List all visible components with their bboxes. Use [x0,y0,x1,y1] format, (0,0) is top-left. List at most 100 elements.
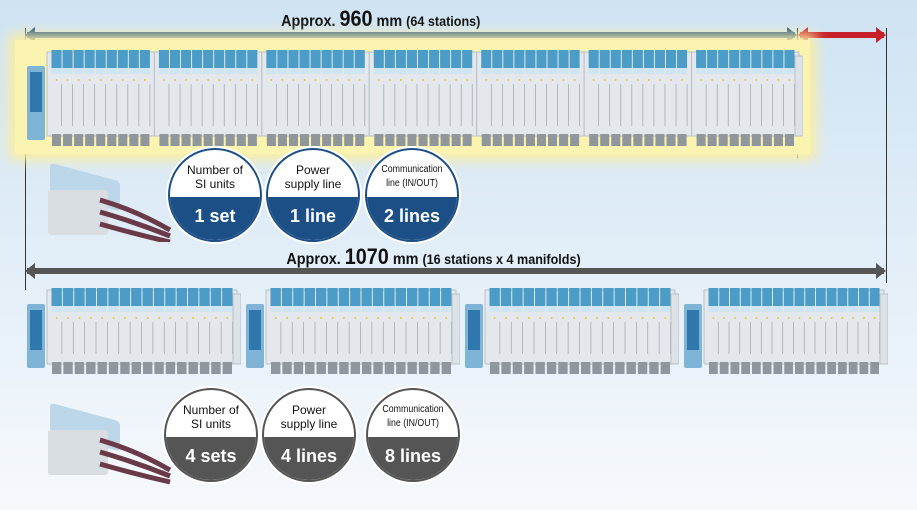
valve-label [547,68,558,74]
fitting [97,362,107,374]
valve-label [826,306,837,312]
valve-led [422,317,425,319]
valve-led [636,79,639,81]
cable [99,449,171,479]
valve-top [677,50,688,68]
valve-label [169,68,181,74]
valve-label [569,68,580,74]
valve-top [236,50,247,68]
valve-led [711,79,714,81]
valve-label [677,68,688,74]
valve-label [85,306,96,312]
valve-led [88,79,91,81]
si-unit-panel [30,310,42,350]
cable [99,197,172,233]
valve-led [320,317,323,319]
valve-label [203,68,214,74]
fitting [558,362,568,374]
title-suffix: (64 stations) [406,13,481,29]
fitting [120,362,130,374]
valve-label [740,306,751,312]
valve-led [788,79,791,81]
fitting [729,134,739,146]
valve-led [55,317,58,319]
valve-label [512,306,523,312]
valve-label [451,68,462,74]
fitting [859,362,869,374]
fitting [199,362,210,374]
fitting [140,134,150,146]
valve-label [783,306,794,312]
valve-label [648,306,660,312]
valve-led [67,317,70,319]
fitting [536,134,546,146]
valve-top [372,288,384,306]
fitting [490,362,500,374]
valve-led [562,79,565,81]
valve-led [229,79,232,81]
fitting [192,134,202,146]
si-unit-panel [249,310,261,350]
valve-label [266,68,277,74]
valve-led [270,79,273,81]
valve-led [507,79,510,81]
fitting [165,362,176,374]
valve-top [304,288,315,306]
valve-top [165,288,176,306]
valve-top [117,50,128,68]
fitting [512,362,523,374]
valve-label [119,306,131,312]
valve-label [407,306,418,312]
valve-label [222,306,233,312]
valve-led [561,317,564,319]
valve-top [588,50,599,68]
valve-label [557,306,569,312]
valve-led [297,317,300,319]
fitting [63,134,73,146]
valve-label [176,306,187,312]
valve-top [603,288,614,306]
valve-label [51,306,62,312]
title-unit: mm [376,13,403,30]
stat-label: Communication line (IN/OUT) [382,403,444,429]
valve-led [66,79,69,81]
fitting [600,134,610,146]
valve-top [580,288,591,306]
fitting [429,134,439,146]
valve-led [733,317,736,319]
fitting [74,134,84,146]
valve-top [222,288,233,306]
valve-label [139,68,150,74]
valve-top [536,50,547,68]
valve-led [496,79,499,81]
valve-top [489,288,500,306]
dimension-line-left [25,28,26,290]
valve-top [648,288,660,306]
end-plate [451,293,460,365]
fitting [350,362,360,374]
cable [99,221,171,242]
valve-led [203,317,206,319]
valve-led [658,79,661,81]
valve-top [354,50,365,68]
valve-led [862,317,865,319]
fitting [203,134,213,146]
valve-top [288,50,299,68]
fitting [418,134,428,146]
title-prefix: Approx. [286,251,341,268]
valve-top [569,288,580,306]
fitting [524,362,534,374]
valve-led [603,79,606,81]
valve-top [270,288,281,306]
valve-led [218,79,221,81]
stat-value: 4 lines [264,437,354,480]
fitting [709,362,718,374]
si-unit-base [48,430,108,475]
stat-circle: Communication line (IN/OUT)8 lines [366,388,460,482]
valve-label [108,306,119,312]
valve-led [455,79,458,81]
valve-top [97,288,108,306]
valve-led [112,317,115,319]
